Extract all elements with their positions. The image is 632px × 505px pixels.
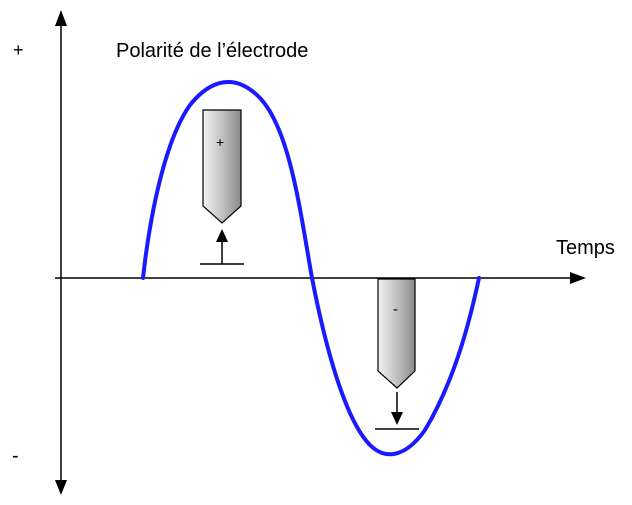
electrode-negative-sign: - bbox=[393, 301, 398, 318]
polarity-wave bbox=[141, 80, 481, 457]
x-axis-arrow bbox=[570, 272, 586, 284]
electrode-negative: - bbox=[375, 278, 419, 430]
y-axis-plus-label: + bbox=[13, 40, 24, 60]
y-axis-minus-label: - bbox=[12, 445, 19, 467]
electrode-positive-body bbox=[202, 109, 242, 224]
arrow-down-icon bbox=[391, 392, 403, 425]
y-axis bbox=[55, 10, 67, 495]
x-axis bbox=[55, 272, 586, 284]
electrode-positive: + bbox=[200, 109, 244, 265]
arrow-up-icon bbox=[216, 229, 228, 264]
y-axis-arrow-up bbox=[55, 10, 67, 26]
y-axis-arrow-down bbox=[55, 480, 67, 495]
electrode-negative-body bbox=[377, 278, 416, 389]
diagram-title: Polarité de l’électrode bbox=[116, 40, 308, 62]
electrode-positive-sign: + bbox=[216, 134, 224, 150]
x-axis-label: Temps bbox=[556, 237, 615, 259]
